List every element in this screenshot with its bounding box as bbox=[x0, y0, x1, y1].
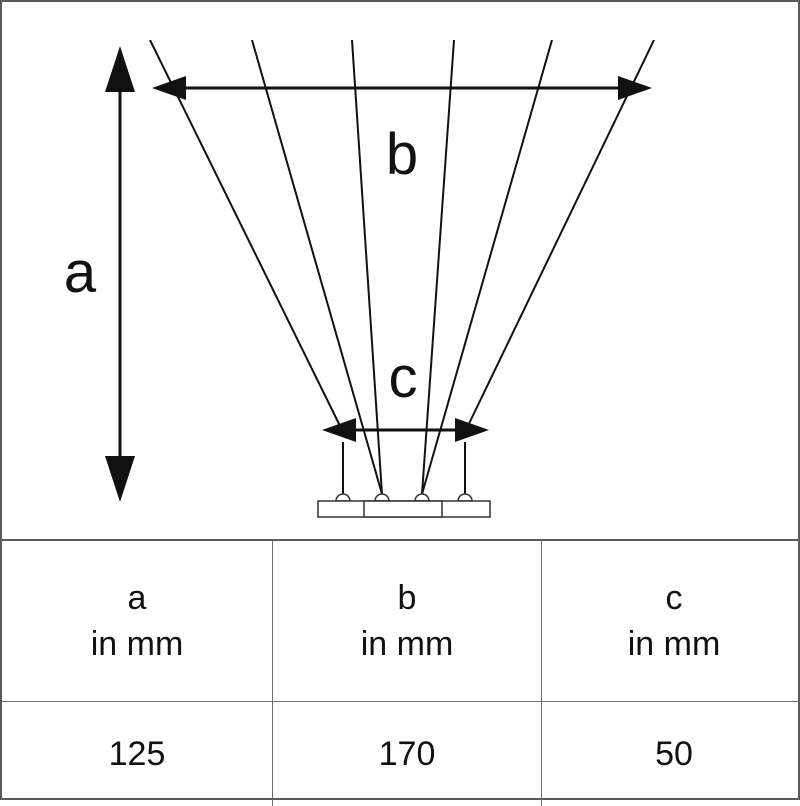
fan-line-center-left bbox=[352, 40, 382, 494]
header-unit: in mm bbox=[274, 621, 540, 667]
value-cell-a: 125 bbox=[2, 702, 273, 806]
fan-line-center-right bbox=[422, 40, 454, 494]
header-unit: in mm bbox=[3, 621, 271, 667]
header-letter: c bbox=[543, 575, 800, 621]
arrowhead-down bbox=[105, 456, 135, 502]
dimension-c-arrow bbox=[322, 418, 489, 442]
fan-line-inner-right bbox=[422, 40, 552, 494]
fan-line-outer-left bbox=[150, 40, 343, 432]
value-cell-c: 50 bbox=[542, 702, 800, 806]
header-letter: b bbox=[274, 575, 540, 621]
fan-line-inner-left bbox=[252, 40, 382, 494]
header-letter: a bbox=[3, 575, 271, 621]
label-c: c bbox=[389, 345, 418, 410]
pivot-joint bbox=[336, 494, 350, 501]
support-posts bbox=[343, 442, 465, 494]
label-a: a bbox=[64, 240, 97, 305]
fan-lines bbox=[150, 40, 654, 494]
dimension-a-arrow bbox=[105, 46, 135, 502]
pivot-joint bbox=[415, 494, 429, 501]
header-cell-c: c in mm bbox=[542, 540, 800, 702]
pivot-joint bbox=[458, 494, 472, 501]
dimension-diagram: a b c bbox=[2, 2, 798, 539]
fan-line-outer-right bbox=[465, 40, 654, 432]
value-cell-b: 170 bbox=[273, 702, 542, 806]
arrowhead-right bbox=[455, 418, 489, 442]
label-b: b bbox=[386, 122, 418, 187]
header-cell-b: b in mm bbox=[273, 540, 542, 702]
dimension-b-arrow bbox=[152, 76, 652, 100]
dimensions-table: a in mm b in mm c in mm 125 170 50 bbox=[2, 539, 800, 806]
pivot-joint bbox=[375, 494, 389, 501]
mounting-base bbox=[318, 501, 490, 517]
pivot-joints bbox=[336, 494, 472, 501]
header-cell-a: a in mm bbox=[2, 540, 273, 702]
table-header-row: a in mm b in mm c in mm bbox=[2, 540, 800, 702]
header-unit: in mm bbox=[543, 621, 800, 667]
arrowhead-left bbox=[322, 418, 356, 442]
table-row: 125 170 50 bbox=[2, 702, 800, 806]
arrowhead-up bbox=[105, 46, 135, 92]
